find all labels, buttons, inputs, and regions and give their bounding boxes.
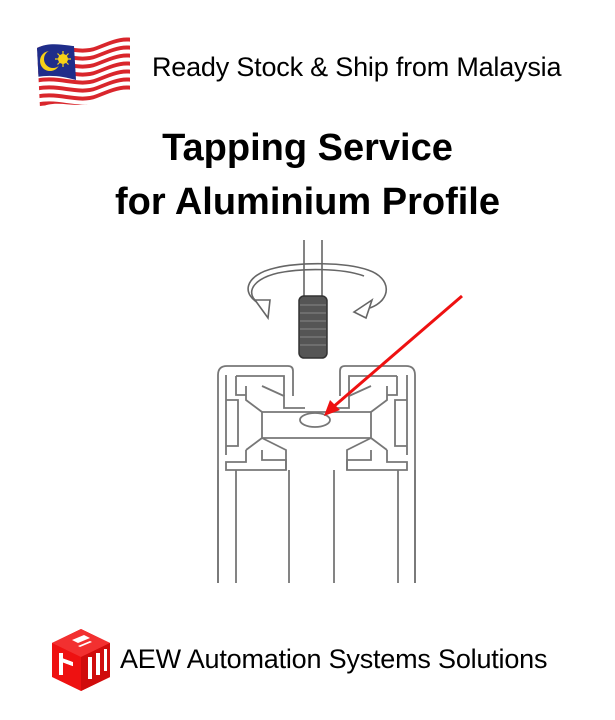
red-pointer-arrow-icon [324,294,463,416]
tagline: Ready Stock & Ship from Malaysia [152,52,562,82]
tap-hole [299,412,331,428]
page-title-line-2: for Aluminium Profile [115,181,500,223]
company-name: AEW Automation Systems Solutions [120,644,548,674]
tap-icon [298,295,328,359]
tapping-illustration [217,240,463,583]
aew-cube-logo-icon [52,629,110,691]
page-title-line-1: Tapping Service [162,127,453,169]
aluminium-profile-icon [217,365,416,583]
malaysia-flag-icon [37,35,130,108]
